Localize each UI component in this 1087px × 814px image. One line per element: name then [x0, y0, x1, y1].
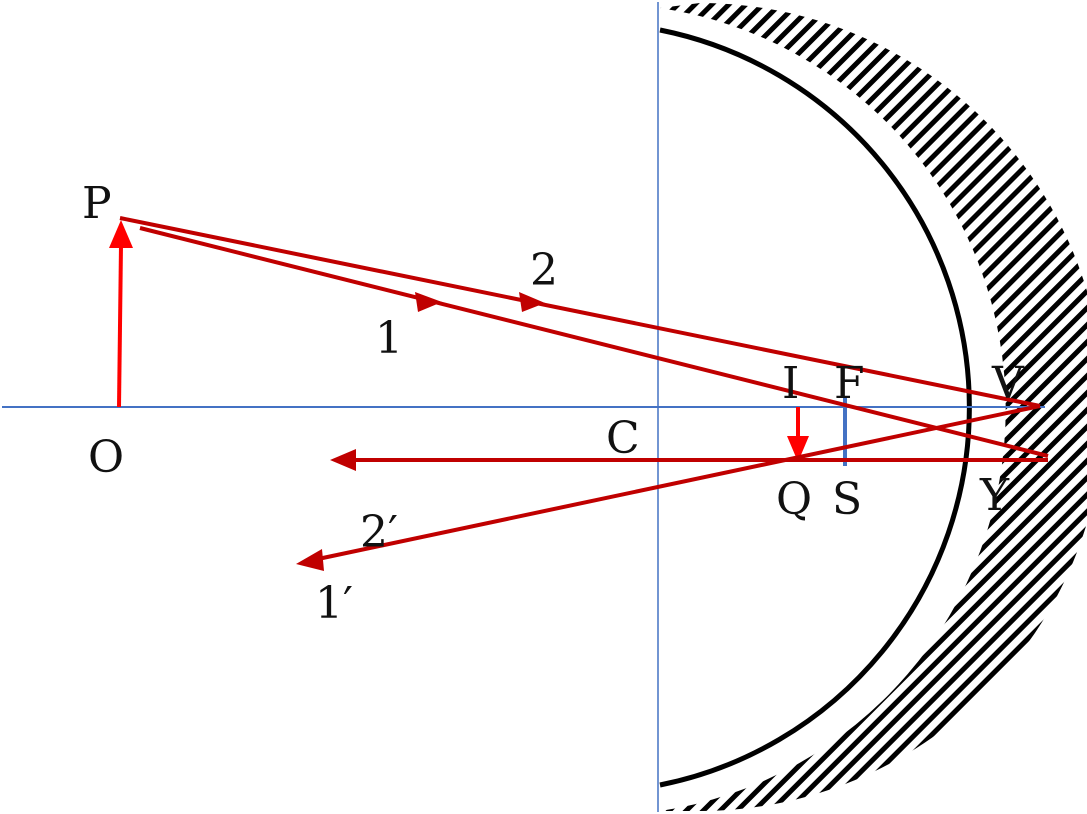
incident-ray-2	[119, 216, 1041, 408]
label-ray-2-reflected: 2′	[360, 507, 398, 558]
label-ray-2: 2	[530, 245, 558, 296]
label-ray-1: 1	[375, 313, 403, 364]
image-arrow	[787, 407, 809, 462]
label-C: C	[606, 413, 640, 464]
incident-ray-1	[139, 226, 1049, 458]
label-V: V	[991, 358, 1025, 409]
label-I: I	[782, 358, 799, 409]
reflected-ray-2	[330, 449, 1048, 471]
label-S: S	[832, 474, 862, 525]
label-Q: Q	[776, 474, 812, 525]
label-O: O	[88, 432, 124, 483]
object-arrow	[109, 220, 133, 408]
label-P: P	[82, 178, 112, 229]
mirror-hatching	[660, 3, 1087, 811]
label-Y: Y	[979, 470, 1010, 521]
label-F: F	[834, 358, 865, 409]
reflected-ray-1	[296, 404, 1041, 571]
label-ray-1-reflected: 1′	[315, 578, 353, 629]
